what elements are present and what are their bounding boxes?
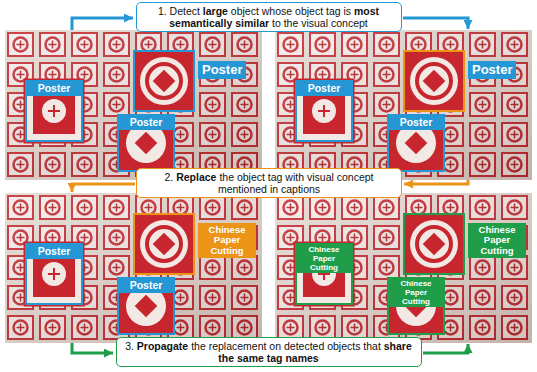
step-banner: 2. Replace the object tag with visual co… (136, 168, 402, 198)
text-run: the (284, 17, 302, 29)
detection-box: Poster (25, 80, 83, 142)
text-run: most (354, 5, 379, 17)
text-run: same (237, 352, 267, 364)
text-run: the (219, 171, 237, 183)
object-tag: Chinese Paper Cutting (198, 223, 256, 258)
text-run: whose (262, 5, 295, 17)
detection-box: Poster (133, 50, 195, 112)
text-run: similar (235, 17, 272, 29)
step-banner: 1. Detect large object whose object tag … (136, 2, 402, 32)
photo-panel (5, 30, 262, 180)
flow-arrow (72, 18, 133, 30)
text-run: mentioned (218, 183, 270, 195)
photo-panel (275, 193, 532, 343)
text-run: 3. (125, 340, 137, 352)
text-run: the (218, 352, 237, 364)
detection-box: Poster (387, 114, 445, 172)
step-banner: 3. Propagate the replacement on detected… (116, 337, 422, 367)
text-run: is (344, 5, 355, 17)
flow-arrow (404, 180, 468, 184)
text-run: tag (267, 352, 286, 364)
detection-box: Poster (295, 80, 353, 142)
photo-panel (275, 30, 532, 180)
detection-box: Poster (403, 50, 465, 112)
text-run: detected (284, 340, 327, 352)
step-text: 3. Propagate the replacement on detected… (122, 340, 416, 364)
detection-box: Poster (117, 277, 175, 335)
text-run: Detect (170, 5, 203, 17)
text-run: semantically (169, 17, 235, 29)
object-tag: Poster (198, 61, 246, 79)
text-run: to (272, 17, 284, 29)
object-tag: Poster (389, 116, 443, 130)
object-tag: Poster (119, 279, 173, 293)
text-run: 1. (158, 5, 170, 17)
object-tag: Chinese Paper Cutting (297, 245, 351, 273)
detection-box: Chinese Paper Cutting (387, 277, 445, 335)
object-tag: Poster (27, 82, 81, 96)
text-run: the (191, 340, 209, 352)
detection-box: Poster (117, 114, 175, 172)
text-run: object (295, 5, 326, 17)
text-run: objects (327, 340, 363, 352)
flow-arrow (72, 184, 135, 192)
text-run: large (203, 5, 231, 17)
object-tag: Chinese Paper Cutting (389, 279, 443, 307)
text-run: replacement (209, 340, 270, 352)
object-tag: Poster (119, 116, 173, 130)
text-run: that (363, 340, 383, 352)
text-run: on (269, 340, 284, 352)
text-run: concept (337, 171, 374, 183)
text-run: visual (301, 17, 331, 29)
photo-panel (5, 193, 262, 343)
text-run: object (231, 5, 262, 17)
object-tag: Poster (468, 61, 516, 79)
object-tag: Chinese Paper Cutting (468, 223, 526, 258)
text-run: object (237, 171, 268, 183)
flow-arrow (72, 343, 113, 353)
object-tag: Poster (297, 82, 351, 96)
step-text: 2. Replace the object tag with visual co… (142, 171, 396, 195)
text-run: tag (326, 5, 344, 17)
text-run: tag (268, 171, 286, 183)
detection-box: Chinese Paper Cutting (295, 243, 353, 305)
text-run: 2. (165, 171, 177, 183)
object-tag: Poster (27, 245, 81, 259)
text-run: Propagate (137, 340, 191, 352)
text-run: names (285, 352, 318, 364)
text-run: with (285, 171, 307, 183)
text-run: in (270, 183, 281, 195)
step-text: 1. Detect large object whose object tag … (142, 5, 396, 29)
flow-arrow (403, 18, 468, 29)
flow-arrow (423, 344, 468, 353)
text-run: Replace (176, 171, 219, 183)
text-run: captions (281, 183, 320, 195)
detection-box: Chinese Paper Cutting (133, 213, 195, 275)
text-run: share (384, 340, 412, 352)
text-run: concept (331, 17, 368, 29)
detection-box: Chinese Paper Cutting (403, 213, 465, 275)
text-run: visual (307, 171, 337, 183)
detection-box: Poster (25, 243, 83, 305)
